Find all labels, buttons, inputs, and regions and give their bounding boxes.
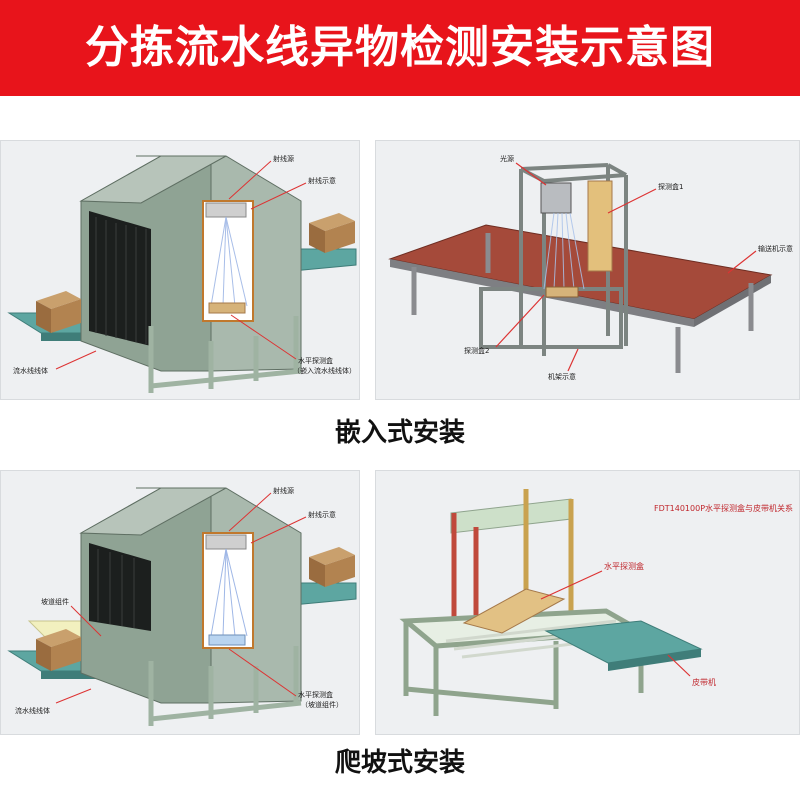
label-frame-hint: 机架示意 [548,372,576,381]
panel-embedded-machine: 射线源 射线示意 流水线线体 水平探测盒 （嵌入流水线线体） [0,140,360,400]
label-ramp: 坡道组件 [41,597,69,606]
horizontal-detector-box [462,588,566,634]
label-ray-source: 射线源 [273,154,294,163]
label-horizontal-box: 水平探测盒 [604,561,644,571]
title-banner: 分拣流水线异物检测安装示意图 [0,0,800,112]
title-banner-background [0,0,800,96]
ray-source [205,202,247,218]
embedded-machine-diagram: 射线源 射线示意 流水线线体 水平探测盒 （嵌入流水线线体） [7,154,357,393]
label-conveyor-hint: 输送机示意 [758,244,793,253]
label-light-source: 光源 [500,154,514,163]
machine-roof [79,155,227,204]
inner-window [202,200,254,322]
label-detector-1: 探测盒1 [658,182,683,191]
page-title: 分拣流水线异物检测安装示意图 [85,22,715,73]
cargo-box-right [309,213,355,253]
ray-source [205,534,247,550]
detector-box-2 [545,286,579,298]
top-frame-shelf [450,498,572,534]
caption-embedded: 嵌入式安装 [334,418,465,448]
caption-ramp: 爬坡式安装 [334,748,465,778]
cargo-box-right [309,547,355,587]
cargo-box-left [36,291,81,333]
label-ray-hint: 射线示意 [308,510,336,519]
label-ray-source: 射线源 [273,486,294,495]
label-belt: 皮带机 [692,677,716,687]
label-ray-hint: 射线示意 [308,176,336,185]
panel-ramp-belt: FDT140100P水平探测盒与皮带机关系 水平探测盒 皮带机 [375,470,800,735]
ramp-machine-diagram: 射线源 射线示意 坡道组件 流水线线体 水平探测盒 （坡道组件） [7,486,357,726]
label-horizontal-box: 水平探测盒 [298,356,333,365]
horizontal-detector [208,302,246,314]
horizontal-detector [208,634,246,646]
tunnel-opening [89,211,151,346]
belt-relation-diagram: FDT140100P水平探测盒与皮带机关系 水平探测盒 皮带机 [399,489,793,716]
label-horizontal-box-note: （嵌入流水线线体） [293,366,356,375]
label-relation-title: FDT140100P水平探测盒与皮带机关系 [654,503,793,513]
label-conveyor: 流水线线体 [13,366,48,375]
inner-window [202,532,254,649]
detector-box-1 [587,180,613,272]
panel-embedded-frame: 光源 探测盒1 输送机示意 探测盒2 机架示意 [375,140,800,400]
label-detector-2: 探测盒2 [464,346,489,355]
light-source-box [540,182,572,214]
label-horizontal-box-note: （坡道组件） [301,700,343,709]
cargo-box-left [36,629,81,671]
label-horizontal-box: 水平探测盒 [298,690,333,699]
panel-ramp-machine: 射线源 射线示意 坡道组件 流水线线体 水平探测盒 （坡道组件） [0,470,360,735]
embedded-frame-diagram: 光源 探测盒1 输送机示意 探测盒2 机架示意 [388,154,793,381]
tunnel-opening [89,543,151,631]
label-conveyor: 流水线线体 [15,706,50,715]
